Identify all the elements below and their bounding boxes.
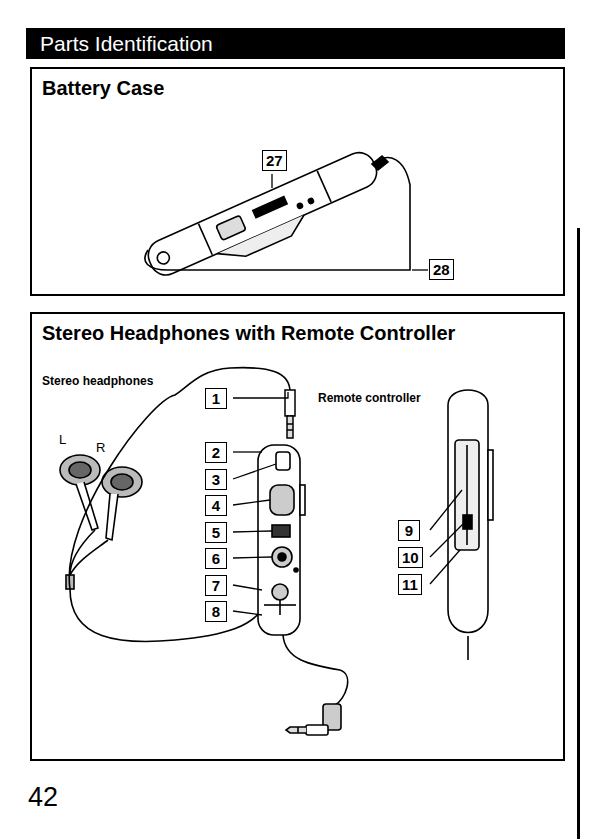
callout-text: 11 (402, 576, 418, 593)
title-bar: Parts Identification (26, 28, 565, 59)
earbuds (60, 368, 290, 642)
battery-case (143, 148, 410, 293)
callout-text: 6 (212, 550, 220, 567)
callout-text: 2 (212, 444, 220, 461)
callout-number: 1 (205, 388, 227, 409)
callout-number: 3 (205, 469, 227, 490)
callout-text: 5 (212, 524, 220, 541)
margin-bar (577, 228, 580, 839)
callout-number: 7 (205, 575, 227, 596)
remote-side (448, 390, 493, 660)
part-caption: Remote controller (318, 391, 421, 405)
part-caption: Stereo headphones (42, 374, 153, 388)
leader-lines (233, 392, 465, 615)
callout-text: 28 (433, 261, 450, 278)
page-number: 42 (28, 782, 58, 813)
callout-number: 2 (205, 442, 227, 463)
callout-text: 10 (402, 549, 419, 566)
callout-number: 10 (398, 547, 423, 568)
section-heading: Stereo Headphones with Remote Controller (42, 322, 455, 345)
callout-text: 3 (212, 471, 220, 488)
callout-number: 27 (262, 150, 287, 171)
callout-number: 4 (205, 495, 227, 516)
callout-text: 7 (212, 577, 220, 594)
channel-mark: R (96, 440, 105, 455)
callout-text: 4 (212, 497, 220, 514)
callout-number: 6 (205, 548, 227, 569)
mini-jack (285, 390, 295, 438)
section-panel: Battery Case 27 28 (30, 67, 565, 296)
page-title: Parts Identification (26, 28, 565, 59)
callout-number: 11 (398, 574, 422, 595)
callout-number: 5 (205, 522, 227, 543)
callout-text: 8 (212, 603, 220, 620)
channel-mark: L (59, 432, 66, 447)
callout-number: 28 (429, 259, 454, 280)
callout-number: 8 (205, 601, 227, 622)
callout-text: 1 (212, 390, 220, 407)
callout-text: 9 (405, 522, 413, 539)
section-heading: Battery Case (42, 77, 164, 100)
leader-lines (272, 174, 428, 270)
callout-number: 9 (398, 520, 420, 541)
remote-front (258, 445, 348, 735)
callout-text: 27 (266, 152, 283, 169)
